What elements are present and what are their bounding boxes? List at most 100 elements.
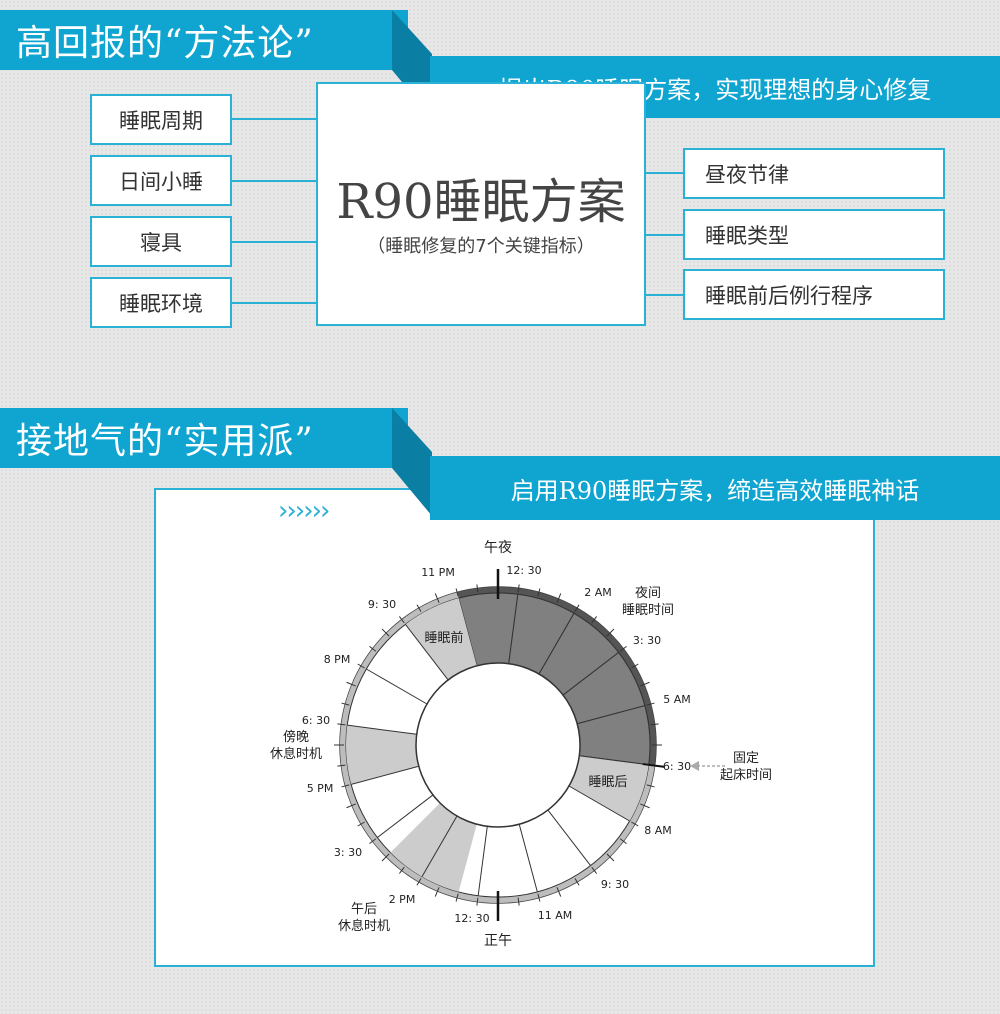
indicator-box-right: 睡眠前后例行程序 [683, 269, 945, 320]
label-930pm: 9: 30 [368, 598, 396, 611]
annotation-afternoon-2: 休息时机 [338, 918, 390, 934]
cycle-divider [568, 785, 630, 822]
cycle-divider [547, 809, 591, 866]
clock-tick [341, 702, 350, 706]
clock-tick [434, 887, 440, 897]
indicator-label: 睡眠环境 [119, 291, 203, 316]
label-630am: 6: 30 [663, 760, 691, 773]
indicator-label: 日间小睡 [119, 169, 203, 194]
clock-tick [556, 887, 562, 897]
label-11pm: 11 PM [421, 566, 455, 579]
section2-subtitle: 启用R90睡眠方案，缔造高效睡眠神话 [510, 476, 920, 505]
chevron-arrows-icon: ›››››› [278, 496, 330, 526]
clock-tick [341, 784, 350, 788]
clock-tick [398, 866, 405, 874]
label-1230am: 12: 30 [506, 564, 541, 577]
annotation-post-sleep: 睡眠后 [588, 775, 627, 790]
section1-title: 高回报的“方法论” [16, 23, 314, 64]
section1-title-banner: 高回报的“方法论” [0, 10, 408, 70]
segment-pre-sleep [405, 598, 477, 680]
clock-tick [619, 838, 627, 845]
indicator-label: 睡眠周期 [119, 108, 203, 133]
wake-marker [642, 763, 665, 768]
label-8am: 8 AM [644, 824, 672, 837]
clock-tick [537, 588, 541, 597]
connector [231, 241, 317, 243]
night-ring-arc [457, 587, 656, 766]
clock-tick [455, 893, 459, 902]
clock-tick [455, 588, 459, 597]
center-box: R90睡眠方案 （睡眠修复的7个关键指标） [316, 82, 646, 326]
clock-tick [476, 897, 479, 906]
section2-title: 接地气的“实用派” [16, 421, 314, 462]
annotation-night-sleep-2: 睡眠时间 [622, 603, 674, 618]
cycle-divider [405, 624, 449, 681]
annotation-afternoon-1: 午后 [351, 902, 377, 917]
indicator-box-left: 寝具 [90, 216, 232, 267]
clock-tick [398, 616, 405, 624]
clock-tick [640, 681, 650, 687]
annotation-night-sleep-1: 夜间 [635, 586, 661, 601]
indicator-label: 昼夜节律 [705, 162, 789, 187]
clock-tick [537, 893, 541, 902]
cycle-divider [366, 668, 428, 705]
connector [646, 172, 684, 174]
clock-tick [369, 645, 377, 652]
clock-tick [646, 702, 655, 706]
clock-tick [381, 628, 390, 637]
annotation-evening-2: 休息时机 [270, 746, 322, 762]
cycle-divider [347, 724, 417, 735]
cycle-divider [377, 794, 434, 838]
annotation-pre-sleep: 睡眠前 [424, 630, 463, 646]
clock-inner-circle [415, 662, 581, 828]
clock-tick [346, 803, 356, 809]
segment-afternoon-rest [390, 802, 477, 892]
label-midnight: 午夜 [484, 540, 512, 556]
clock-tick [606, 853, 615, 862]
clock-group [334, 569, 665, 921]
clock-tick [337, 764, 346, 767]
segment-post-sleep [569, 755, 649, 821]
clock-tick [517, 897, 520, 906]
center-subtitle: （睡眠修复的7个关键指标） [367, 236, 595, 257]
clock-tick [640, 803, 650, 809]
clock-tick [357, 663, 365, 669]
clock-tick [346, 681, 356, 687]
clock-tick [381, 853, 390, 862]
clock-tick [476, 584, 479, 593]
label-2am: 2 AM [584, 586, 612, 599]
indicator-box-left: 日间小睡 [90, 155, 232, 206]
indicator-label: 睡眠类型 [705, 223, 789, 248]
section2-subtitle-banner: 启用R90睡眠方案，缔造高效睡眠神话 [430, 456, 1000, 520]
clock-tick [556, 593, 562, 603]
clock-tick [631, 821, 639, 827]
clock-tick [631, 663, 639, 669]
clock-tick [416, 604, 422, 612]
clock-tick [369, 838, 377, 845]
connector [646, 234, 684, 236]
indicator-label: 睡眠前后例行程序 [705, 283, 873, 308]
cycle-divider [351, 765, 419, 785]
indicator-box-left: 睡眠周期 [90, 94, 232, 145]
clock-tick [357, 821, 365, 827]
center-title: R90睡眠方案 [336, 174, 626, 230]
annotation-evening-1: 傍晚 [283, 729, 309, 745]
clock-tick [434, 593, 440, 603]
segment-evening-rest [345, 725, 419, 785]
connector [231, 118, 317, 120]
cycle-divider [518, 824, 538, 892]
indicator-box-right: 昼夜节律 [683, 148, 945, 199]
label-330am: 3: 30 [633, 634, 661, 647]
label-930am: 9: 30 [601, 878, 629, 891]
indicator-box-left: 睡眠环境 [90, 277, 232, 328]
label-630pm: 6: 30 [302, 714, 330, 727]
clock-tick [337, 723, 346, 726]
label-330pm: 3: 30 [334, 846, 362, 859]
label-8pm: 8 PM [324, 653, 351, 666]
label-11am: 11 AM [538, 909, 573, 922]
clock-tick [606, 628, 615, 637]
label-noon: 正午 [484, 933, 512, 949]
cycle-divider [421, 815, 458, 877]
wake-arrow-head [690, 761, 699, 771]
